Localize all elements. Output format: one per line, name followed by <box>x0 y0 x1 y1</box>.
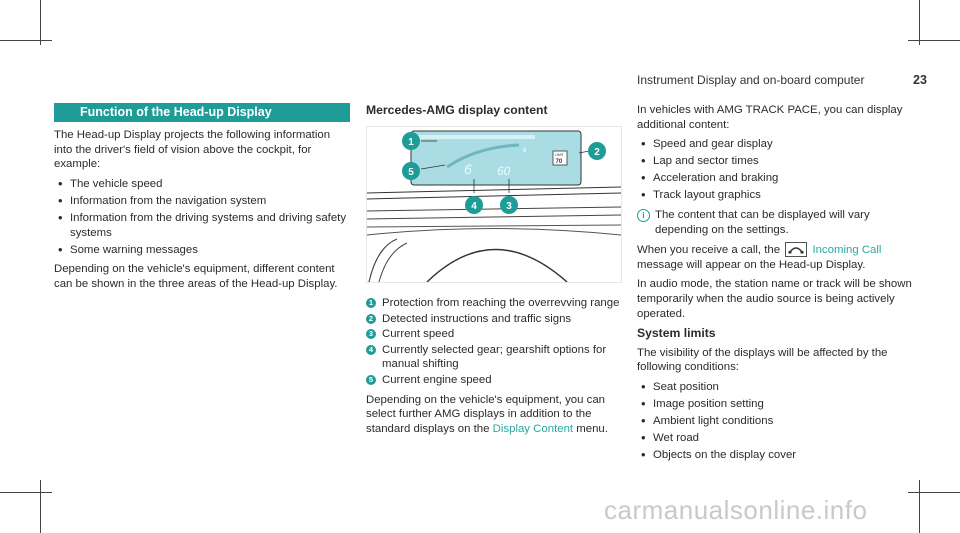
hud-panel <box>410 130 582 186</box>
middle-column-lower: 1 Protection from reaching the overrevvin… <box>366 296 624 441</box>
figure-legend: 1 Protection from reaching the overrevvin… <box>366 296 624 388</box>
paragraph-text: message will appear on the Head-up Displ… <box>637 258 866 271</box>
list-item: The vehicle speed <box>54 177 350 192</box>
running-header: Instrument Display and on-board computer… <box>637 73 937 87</box>
callout-5: 5 <box>402 162 420 180</box>
incoming-call-link[interactable]: Incoming Call <box>812 244 882 257</box>
intro-paragraph: The Head-up Display projects the followi… <box>54 129 331 171</box>
watermark: carmanualsonline.info <box>604 495 868 525</box>
speed-digit: 6 <box>464 161 472 177</box>
legend-number: 2 <box>366 313 376 324</box>
callout-2: 2 <box>588 142 606 160</box>
legend-item: 5 Current engine speed <box>366 373 624 388</box>
system-limits-intro: The visibility of the displays will be a… <box>637 346 888 374</box>
info-note: i The content that can be displayed will… <box>637 208 913 237</box>
paragraph-text: When you receive a call, the <box>637 244 781 257</box>
limit-label: LIMIT <box>555 153 565 157</box>
callout-1: 1 <box>402 132 420 150</box>
list-item: Some warning messages <box>54 243 350 258</box>
gear-label: 8 <box>523 148 527 154</box>
system-limits-heading: System limits <box>637 326 716 341</box>
right-column: In vehicles with AMG TRACK PACE, you can… <box>637 103 913 468</box>
phone-handset-icon <box>785 242 808 258</box>
list-item: Seat position <box>637 380 913 395</box>
running-title: Instrument Display and on-board computer <box>637 73 865 87</box>
svg-text:2: 2 <box>594 147 600 158</box>
track-pace-intro: In vehicles with AMG TRACK PACE, you can… <box>637 104 903 131</box>
callout-4: 4 <box>465 196 483 214</box>
legend-text: Current speed <box>382 328 455 341</box>
callout-3: 3 <box>500 196 518 214</box>
legend-number: 1 <box>366 298 376 308</box>
legend-text: Currently selected gear; gearshift optio… <box>382 343 607 371</box>
section-title: Function of the Head-up Display <box>54 103 350 122</box>
limit-sign <box>552 150 568 166</box>
list-item: Acceleration and braking <box>637 171 913 186</box>
legend-item: 3 Current speed <box>366 327 624 342</box>
list-item: Objects on the display cover <box>637 448 913 463</box>
track-pace-list: Speed and gear display Lap and sector ti… <box>637 137 913 203</box>
list-item: Lap and sector times <box>637 154 913 169</box>
crop-mark <box>40 480 41 533</box>
list-item: Speed and gear display <box>637 137 913 152</box>
list-item: Information from the driving systems and… <box>54 211 350 240</box>
outro-paragraph: Depending on the vehicle's equipment, di… <box>54 263 338 290</box>
paragraph-text: menu. <box>576 422 608 435</box>
system-limits-list: Seat position Image position setting Amb… <box>637 380 913 463</box>
list-item: Track layout graphics <box>637 188 913 203</box>
crop-mark <box>908 492 960 493</box>
info-icon: i <box>637 209 650 223</box>
legend-number: 3 <box>366 329 376 340</box>
crop-mark <box>0 40 52 41</box>
speed-value: 60 <box>497 164 511 178</box>
list-item: Image position setting <box>637 397 913 412</box>
incoming-call-paragraph: When you receive a call, the Incoming Ca… <box>637 242 913 272</box>
legend-item: 4 Currently selected gear; gearshift opti… <box>366 343 624 372</box>
list-item: Information from the navigation system <box>54 194 350 209</box>
list-item: Wet road <box>637 431 913 446</box>
svg-text:1: 1 <box>408 137 414 148</box>
legend-text: Protection from reaching the overrevving… <box>382 297 620 309</box>
display-content-link[interactable]: Display Content <box>492 422 574 435</box>
legend-text: Detected instructions and traffic signs <box>382 312 572 325</box>
note-text: The content that can be displayed will v… <box>655 209 870 236</box>
legend-number: 5 <box>366 374 376 385</box>
svg-text:5: 5 <box>408 167 414 178</box>
crop-mark <box>919 480 920 533</box>
legend-item: 1 Protection from reaching the overrevvin… <box>366 296 624 311</box>
crop-mark <box>919 0 920 45</box>
list-item: Ambient light conditions <box>637 414 913 429</box>
svg-text:3: 3 <box>506 201 512 212</box>
hud-illustration-svg: 6 60 8 LIMIT 70 1 2 3 4 5 <box>366 130 622 283</box>
legend-number: 4 <box>366 344 376 355</box>
hud-info-list: The vehicle speed Information from the n… <box>54 177 350 257</box>
crop-mark <box>0 492 52 493</box>
hud-illustration: 6 60 8 LIMIT 70 1 2 3 4 5 <box>366 126 622 283</box>
legend-text: Current engine speed <box>382 373 492 386</box>
audio-mode-paragraph: In audio mode, the station name or track… <box>637 278 912 320</box>
left-column: Function of the Head-up Display The Head… <box>54 103 350 296</box>
page-number: 23 <box>913 73 927 87</box>
amg-displays-paragraph: Depending on the vehicle's equipment, yo… <box>366 393 624 437</box>
paragraph-text: Depending on the vehicle's equipment, yo… <box>366 393 606 435</box>
crop-mark <box>908 40 960 41</box>
middle-column: Mercedes-AMG display content <box>366 103 624 123</box>
limit-value: 70 <box>556 159 563 165</box>
legend-item: 2 Detected instructions and traffic signs <box>366 312 624 327</box>
crop-mark <box>40 0 41 45</box>
svg-text:4: 4 <box>471 201 477 212</box>
amg-heading: Mercedes-AMG display content <box>366 103 548 117</box>
